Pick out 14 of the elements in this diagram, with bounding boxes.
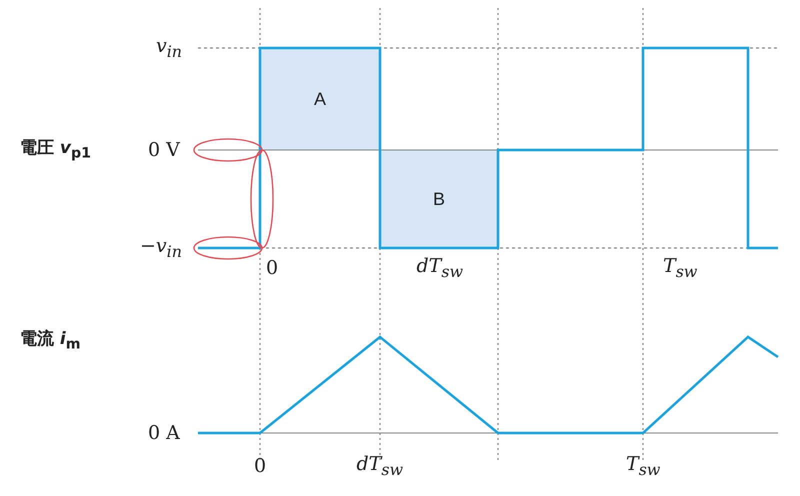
axis-title: 電圧 v$_{p1}$ xyxy=(20,140,91,160)
tick-label: 0 xyxy=(254,456,266,476)
axis-label: 0 A xyxy=(148,424,180,442)
tick-label: dT$_{sw}$ xyxy=(416,256,464,280)
axis-label: v$_{in}$ xyxy=(156,36,182,60)
shaded-area: B xyxy=(380,150,498,248)
axis-title: 電流 i$_{m}$ xyxy=(20,330,81,352)
tick-label: 0 xyxy=(266,258,278,278)
axis-label: 0 V xyxy=(148,140,180,160)
axis-label: −v$_{in}$ xyxy=(140,236,182,260)
tick-label: T$_{sw}$ xyxy=(626,454,660,478)
shaded-area: A xyxy=(260,48,380,150)
tick-label: dT$_{sw}$ xyxy=(356,454,404,478)
tick-label: T$_{sw}$ xyxy=(663,256,698,280)
